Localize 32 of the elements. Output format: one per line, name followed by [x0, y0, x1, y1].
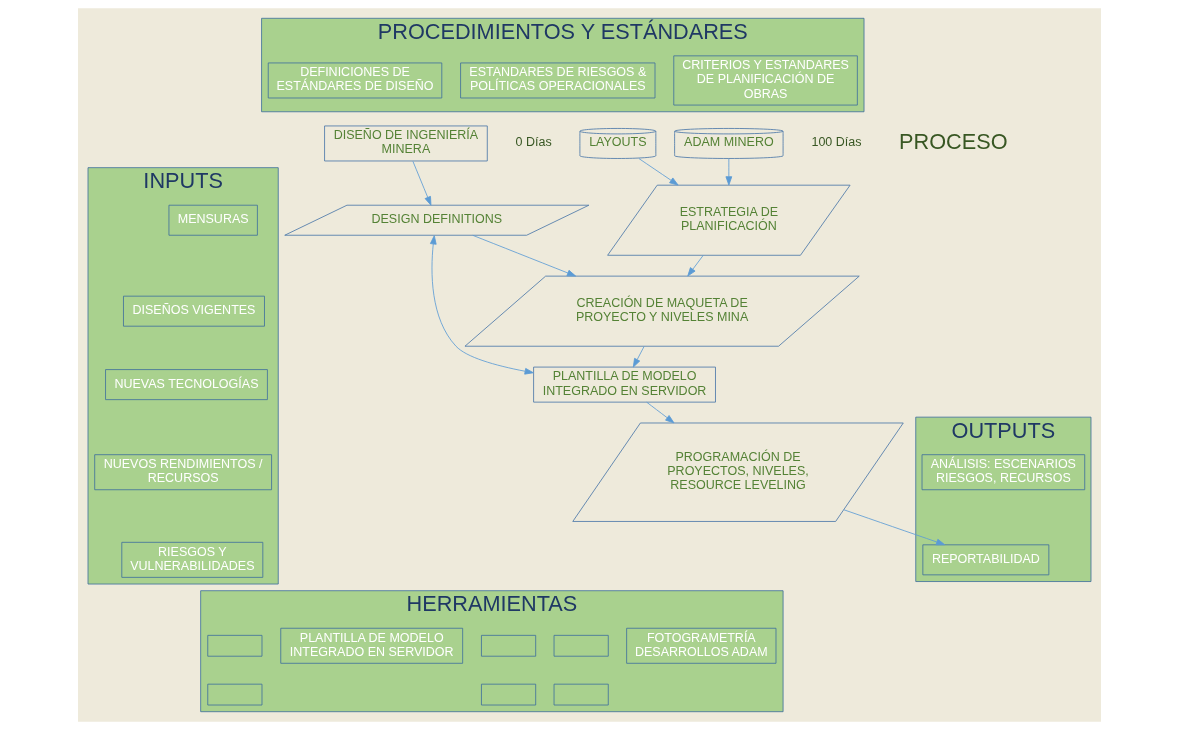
node-box: CRITERIOS Y ESTANDARES DE PLANIFICACIÓN DE OBRAS [673, 55, 858, 106]
label: 0 Días [515, 135, 552, 150]
node-box: RIESGOS Y VULNERABILIDADES [121, 541, 264, 578]
arrow [429, 235, 534, 375]
node-box: REPORTABILIDAD [922, 544, 1050, 576]
node-box [553, 634, 609, 657]
node-box: PLANTILLA DE MODELO INTEGRADO EN SERVIDOR [280, 627, 464, 664]
node-box [553, 683, 609, 706]
label: PROCESO [899, 128, 1008, 154]
node-box: DISEÑOS VIGENTES [123, 295, 265, 327]
node-box: ANÁLISIS: ESCENARIOS RIESGOS, RECURSOS [921, 454, 1086, 491]
arrow [412, 160, 432, 206]
arrow [646, 401, 675, 424]
arrow [687, 254, 704, 277]
node-box: ESTANDARES DE RIESGOS & POLÍTICAS OPERACIONALES [460, 62, 656, 99]
arrow [632, 346, 645, 368]
node-box [207, 683, 263, 706]
arrow [638, 158, 679, 186]
node-box: NUEVOS RENDIMIENTOS / RECURSOS [94, 454, 272, 491]
node-box: NUEVAS TECNOLOGÍAS [105, 369, 268, 401]
node-box: DISEÑO DE INGENIERÍA MINERA [324, 125, 488, 162]
node-box [481, 634, 537, 657]
arrow [725, 158, 733, 186]
arrow [472, 234, 577, 277]
arrow [843, 509, 946, 546]
node-box: FOTOGRAMETRÍA DESARROLLOS ADAM [626, 627, 777, 664]
label: 100 Días [811, 135, 862, 150]
node-box [481, 683, 537, 706]
node-box: PLANTILLA DE MODELO INTEGRADO EN SERVIDOR [533, 366, 716, 403]
node-box: MENSURAS [168, 204, 258, 236]
node-box: DEFINICIONES DE ESTÁNDARES DE DISEÑO [267, 62, 443, 99]
node-box [207, 634, 263, 657]
